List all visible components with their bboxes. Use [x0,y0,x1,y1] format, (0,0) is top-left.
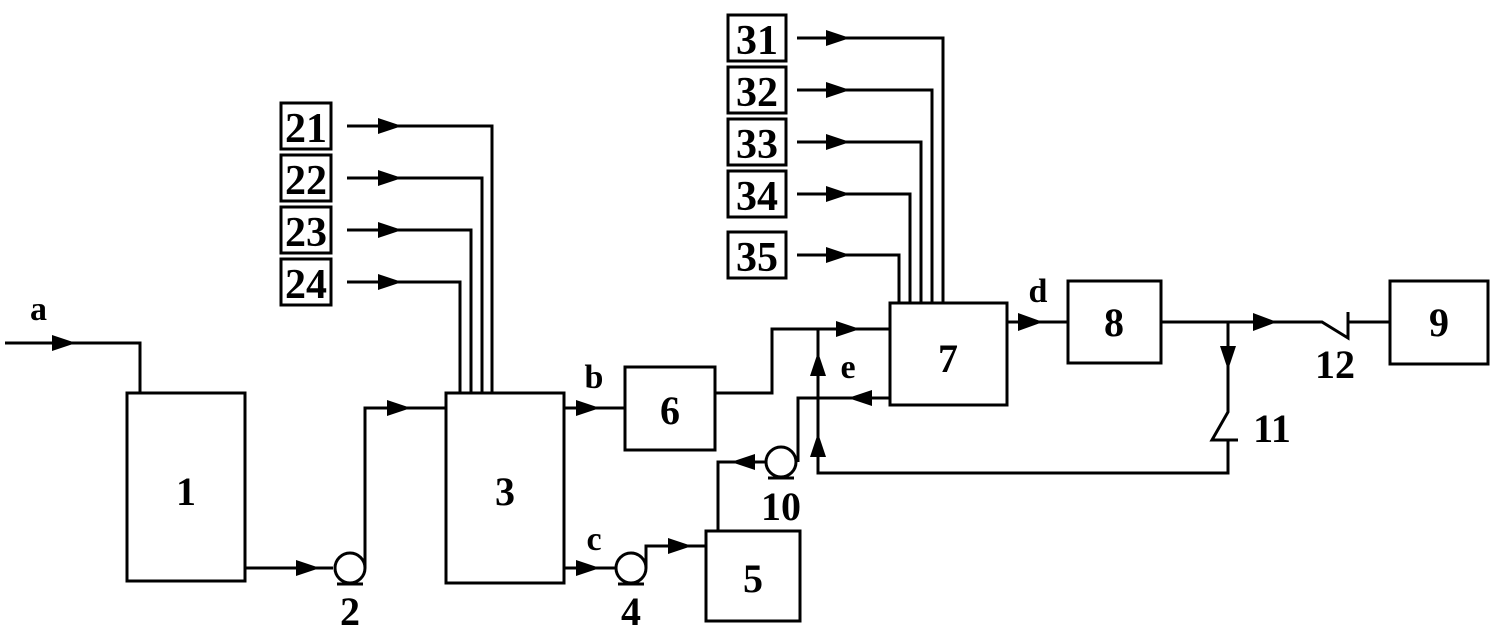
source-35-box [726,230,788,280]
unit-3-label: 3 [495,469,515,514]
unit-7-box [888,301,1009,407]
unit-6-box [623,365,717,452]
flow-arrow-icon [848,390,872,406]
check-valve-12-icon [1312,312,1390,341]
source-22-box [279,153,333,203]
line-32-to-7 [797,88,934,303]
line-34-to-7 [797,192,912,303]
pump-2-icon [333,551,367,586]
valve-11-label: 11 [1253,406,1291,451]
flow-arrow-icon [810,433,826,457]
line-35-to-7 [797,253,901,303]
line-pump-10-to-5 [716,460,766,531]
source-31-label: 31 [736,18,778,64]
line-6-to-7 [715,327,890,395]
source-34-label: 34 [736,174,778,220]
source-23-box [279,205,333,255]
source-35-label: 35 [736,235,778,281]
line-22-to-3 [347,176,484,393]
unit-8-box [1066,279,1163,365]
flow-arrow-icon [378,222,402,238]
flow-arrow-icon [576,560,600,576]
unit-5-box [704,529,802,623]
flow-arrow-icon [826,30,850,46]
flow-arrow-icon [826,134,850,150]
flow-arrow-icon [1018,313,1043,331]
flow-arrow-icon [826,82,850,98]
flow-arrow-icon [668,538,692,554]
valve-12-label: 12 [1315,342,1355,387]
flow-arrow-icon [378,170,402,186]
unit-1-tank [125,391,247,583]
flow-arrow-icon [836,321,860,337]
unit-9-label: 9 [1429,300,1449,345]
check-valve-11-icon [1209,403,1238,448]
source-24-box [279,257,333,307]
flow-arrow-icon [1220,346,1236,370]
source-33-box [726,117,788,167]
flow-arrow-icon [810,352,826,376]
source-21-box [279,101,333,151]
unit-8-label: 8 [1104,300,1124,345]
stream-a-label: a [30,291,47,328]
flow-arrow-icon [826,247,850,263]
unit-7-label: 7 [938,336,958,381]
flow-arrow-icon [387,400,411,416]
line-24-to-3 [347,280,462,393]
stream-b-label: b [585,359,604,396]
source-32-label: 32 [736,70,778,116]
pump-10-label: 10 [761,484,801,529]
stream-c-label: c [586,521,601,558]
pump-10-icon [764,445,798,480]
source-31-box [726,13,788,63]
source-21-label: 21 [285,106,327,152]
source-33-label: 33 [736,122,778,168]
recycle-line-11-to-7 [816,329,1230,475]
flow-arrow-icon [826,186,850,202]
stream-d-label: d [1029,273,1048,310]
unit-6-label: 6 [660,388,680,433]
flow-arrow-icon [731,454,755,470]
stream-a-line [5,341,142,393]
unit-5-label: 5 [743,556,763,601]
flow-arrow-icon [296,560,320,576]
pump-2-label: 2 [340,589,360,634]
line-33-to-7 [797,140,923,303]
source-23-label: 23 [285,210,327,256]
line-23-to-3 [347,228,473,393]
flow-arrow-icon [1253,313,1277,331]
stream-e-label: e [840,349,855,386]
source-34-box [726,169,788,219]
source-24-label: 24 [285,262,327,308]
flow-arrow-icon [378,274,402,290]
pump-4-label: 4 [621,589,641,634]
unit-3-vessel [444,391,566,585]
unit-9-box [1388,279,1490,366]
flow-arrow-icon [52,335,76,351]
flow-arrow-icon [576,400,600,416]
line-pump-2-to-3 [363,406,446,568]
pump-4-icon [614,551,648,586]
flow-arrow-icon [378,118,402,134]
source-32-box [726,65,788,115]
source-22-label: 22 [285,158,327,204]
unit-1-label: 1 [176,469,196,514]
